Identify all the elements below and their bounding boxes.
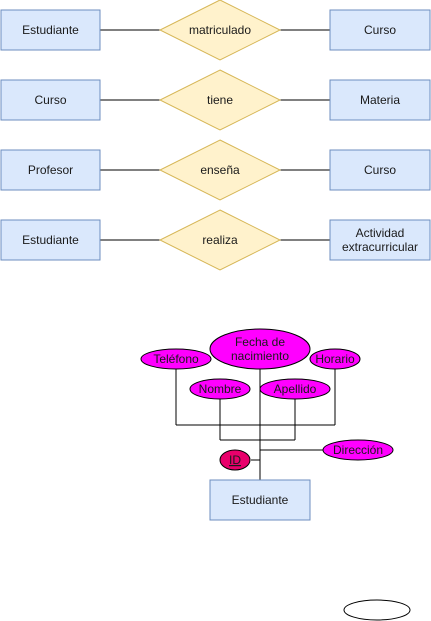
entity-box[interactable] [209, 479, 311, 521]
relationship-label: matriculado [189, 23, 251, 37]
relationship-row: Estudiante matriculado Curso [0, 0, 431, 61]
relationship-label: enseña [200, 163, 240, 177]
relationship-label: tiene [207, 93, 233, 107]
empty-ellipse[interactable] [343, 599, 411, 621]
entity-label: Curso [364, 23, 396, 37]
relationship-diamond[interactable] [158, 69, 282, 131]
attribute-connectors [175, 368, 336, 480]
entity-box[interactable] [0, 149, 101, 191]
attribute-ellipse[interactable] [259, 378, 331, 400]
relationship-row: Profesor enseña Curso [0, 139, 431, 201]
attribute-ellipse[interactable] [322, 439, 394, 461]
attribute-ellipse[interactable] [209, 328, 311, 370]
attribute-label: Horario [315, 352, 355, 366]
attribute-telefono[interactable]: Teléfono [140, 348, 212, 370]
entity-label: Estudiante [22, 23, 79, 37]
entity-estudiante[interactable]: Estudiante [209, 479, 311, 521]
entity-box[interactable] [329, 149, 431, 191]
attribute-nombre[interactable]: Nombre [189, 378, 251, 400]
entity-box[interactable] [0, 219, 101, 261]
entity-box[interactable] [329, 79, 431, 121]
attribute-ellipse[interactable] [309, 348, 361, 370]
entity-label: Estudiante [22, 233, 79, 247]
attribute-horario[interactable]: Horario [309, 348, 361, 370]
attribute-label: Dirección [333, 443, 383, 457]
entity-label: Estudiante [232, 493, 289, 507]
attribute-id-key[interactable]: ID [219, 449, 251, 471]
entity-box[interactable] [0, 9, 101, 51]
relationship-row: Curso tiene Materia [0, 69, 431, 131]
entity-label: Materia [360, 93, 400, 107]
attribute-label: Teléfono [153, 352, 199, 366]
attribute-direccion[interactable]: Dirección [322, 439, 394, 461]
attribute-apellido[interactable]: Apellido [259, 378, 331, 400]
relationship-diamond[interactable] [158, 139, 282, 201]
relationship-diamond[interactable] [158, 209, 282, 271]
entity-label: Curso [364, 163, 396, 177]
entity-box[interactable] [329, 219, 431, 261]
relationship-label: realiza [202, 233, 238, 247]
attribute-ellipse[interactable] [140, 348, 212, 370]
entity-label: Curso [34, 93, 66, 107]
attribute-ellipse[interactable] [189, 378, 251, 400]
entity-box[interactable] [0, 79, 101, 121]
attribute-ellipse[interactable] [219, 449, 251, 471]
entity-label: Profesor [28, 163, 73, 177]
attribute-label: Nombre [199, 382, 242, 396]
attribute-label: ID [229, 453, 241, 467]
entity-box[interactable] [329, 9, 431, 51]
relationship-diamond[interactable] [158, 0, 282, 61]
attribute-label: Apellido [274, 382, 317, 396]
